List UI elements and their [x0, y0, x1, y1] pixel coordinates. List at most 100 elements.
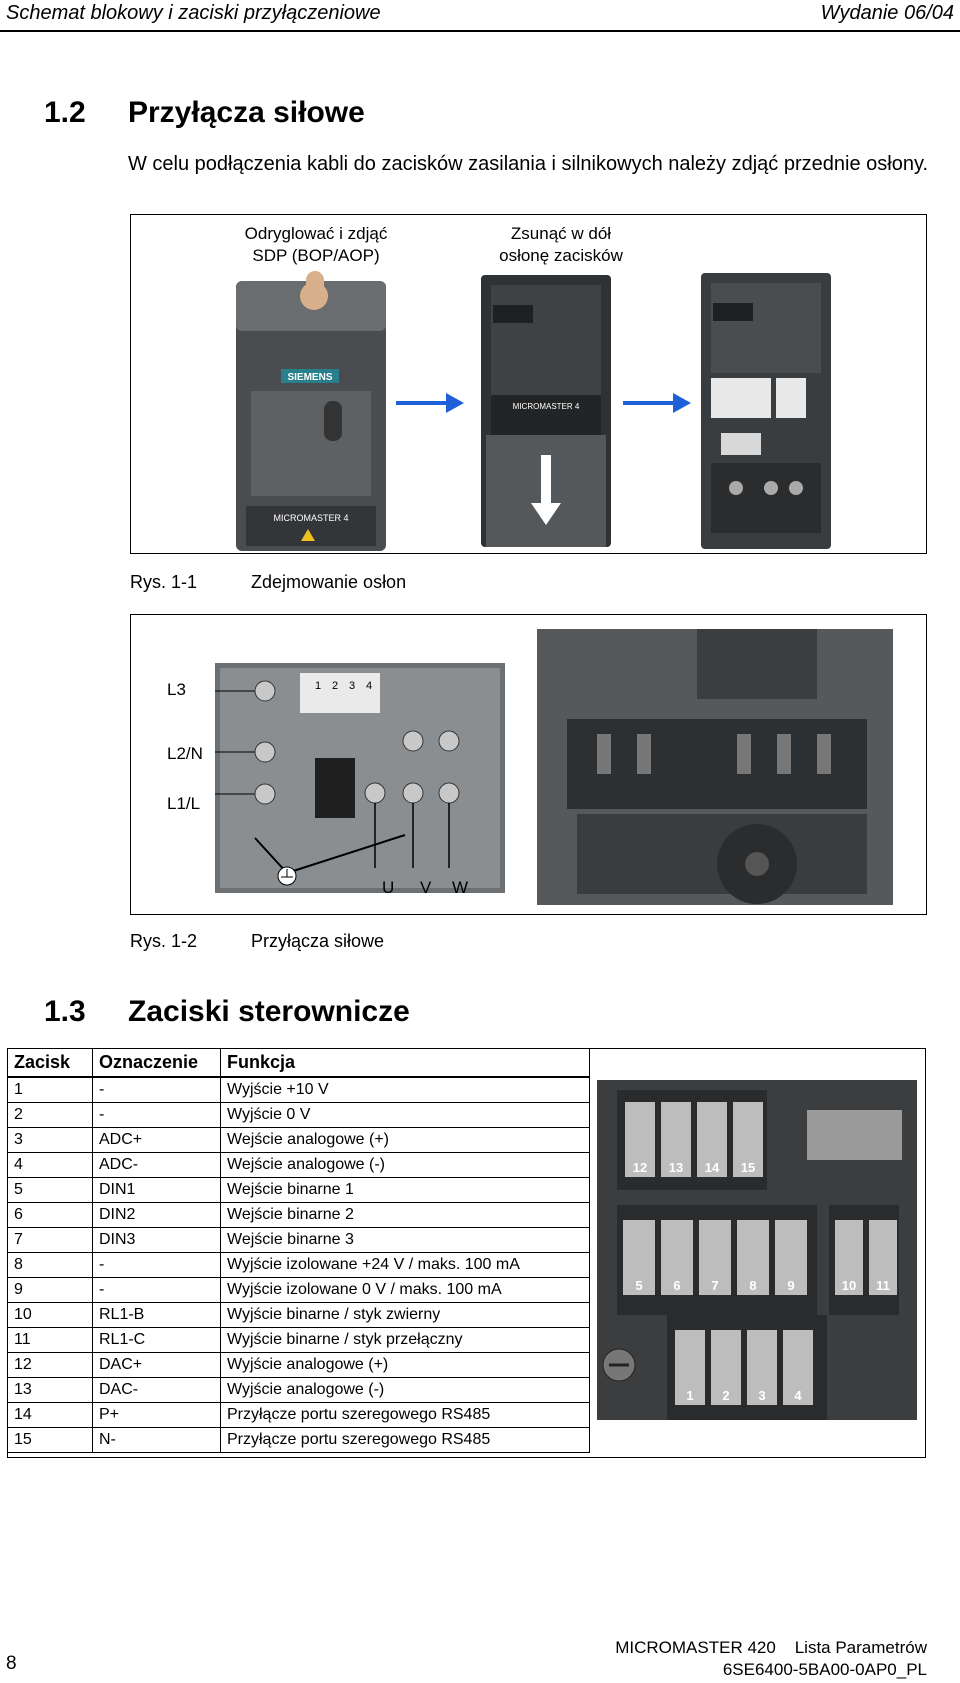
terminal-slot [675, 1330, 705, 1405]
cell-terminal: 14 [7, 1402, 93, 1428]
cell-designation: - [92, 1277, 221, 1303]
label-w: W [452, 878, 469, 897]
arrow-down-icon [531, 503, 561, 525]
table-row: 9-Wyjście izolowane 0 V / maks. 100 mA [7, 1277, 590, 1303]
label-u: U [382, 878, 395, 897]
cell-terminal: 10 [7, 1302, 93, 1328]
col-header-terminal: Zacisk [7, 1048, 93, 1078]
cell-designation: RL1-B [92, 1302, 221, 1328]
terminal-slot [699, 1220, 731, 1295]
cell-designation: DIN1 [92, 1177, 221, 1203]
terminal-number-label: 9 [787, 1278, 794, 1293]
cell-designation: DIN3 [92, 1227, 221, 1253]
table-row: 8-Wyjście izolowane +24 V / maks. 100 mA [7, 1252, 590, 1278]
cell-terminal: 4 [7, 1152, 93, 1178]
arrow-right-icon-2 [623, 393, 691, 413]
terminal-slot [661, 1220, 693, 1295]
terminal-number-label: 6 [673, 1278, 680, 1293]
cell-function: Wyjście 0 V [220, 1102, 590, 1128]
section-number-2: 1.3 [44, 995, 86, 1028]
cell-designation: - [92, 1102, 221, 1128]
terminal-number-label: 10 [842, 1278, 856, 1293]
cell-function: Przyłącze portu szeregowego RS485 [220, 1402, 590, 1428]
terminal-slot [835, 1220, 863, 1295]
cell-function: Wyjście analogowe (+) [220, 1352, 590, 1378]
figure-1-1-number: Rys. 1-1 [130, 572, 198, 592]
terminal-slot [697, 1102, 727, 1177]
cell-terminal: 11 [7, 1327, 93, 1353]
terminal-slot [733, 1102, 763, 1177]
terminal-number-label: 4 [794, 1388, 802, 1403]
cell-designation: N- [92, 1427, 221, 1453]
cell-terminal: 2 [7, 1102, 93, 1128]
header-rule [0, 30, 960, 32]
label-l3: L3 [167, 680, 186, 699]
cell-terminal: 8 [7, 1252, 93, 1278]
terminal-slot [623, 1220, 655, 1295]
terminal-slot [747, 1330, 777, 1405]
terminal-slot [661, 1102, 691, 1177]
cell-designation: RL1-C [92, 1327, 221, 1353]
cell-designation: ADC+ [92, 1127, 221, 1153]
figure-remove-covers: Odryglować i zdjąć SDP (BOP/AOP) Zsunąć … [130, 214, 927, 554]
cell-function: Wejście binarne 2 [220, 1202, 590, 1228]
cell-function: Wyjście analogowe (-) [220, 1377, 590, 1403]
table-row: 1-Wyjście +10 V [7, 1076, 590, 1103]
figure-1-2-caption: Przyłącza siłowe [251, 931, 385, 951]
cell-terminal: 15 [7, 1427, 93, 1453]
terminal-slot [737, 1220, 769, 1295]
inverter-with-panel-image: SIEMENS MICROMASTER 4 [236, 271, 386, 551]
figure-power-terminals: L3 L2/N L1/L 1 2 3 4 U V W [130, 614, 927, 915]
cell-designation: DAC- [92, 1377, 221, 1403]
col-header-designation: Oznaczenie [92, 1048, 221, 1078]
terminal-number-label: 14 [705, 1160, 720, 1175]
col-header-function: Funkcja [220, 1048, 590, 1078]
cell-terminal: 9 [7, 1277, 93, 1303]
section-number: 1.2 [44, 96, 86, 129]
inverter-terminals-exposed-image [701, 273, 831, 549]
inverter-cover-sliding-image: MICROMASTER 4 [481, 275, 611, 547]
label-v: V [420, 878, 432, 897]
step1-label: Odryglować i zdjąć SDP (BOP/AOP) [244, 224, 388, 265]
footer-block: MICROMASTER 420 Lista Parametrów 6SE6400… [615, 1637, 927, 1681]
inverter-base-photo [537, 629, 893, 905]
terminal-slot [775, 1220, 807, 1295]
figure-1-2-number: Rys. 1-2 [130, 931, 198, 951]
cell-designation: - [92, 1076, 221, 1103]
terminal-slot [783, 1330, 813, 1405]
terminal-slot [625, 1102, 655, 1177]
brand-logo: SIEMENS [287, 372, 332, 383]
cell-function: Wyjście izolowane 0 V / maks. 100 mA [220, 1277, 590, 1303]
terminal-number-label: 2 [722, 1388, 729, 1403]
cell-terminal: 5 [7, 1177, 93, 1203]
cell-function: Wyjście +10 V [220, 1076, 590, 1103]
cell-terminal: 12 [7, 1352, 93, 1378]
label-l2n: L2/N [167, 744, 203, 763]
terminal-number-label: 8 [749, 1278, 756, 1293]
figure-1-1-caption: Zdejmowanie osłon [251, 572, 407, 592]
product-label-2: MICROMASTER 4 [513, 402, 580, 411]
cell-terminal: 3 [7, 1127, 93, 1153]
running-header-left: Schemat blokowy i zaciski przyłączeniowe [6, 2, 381, 24]
control-terminals-table: Zacisk Oznaczenie Funkcja 1-Wyjście +10 … [7, 1048, 590, 1453]
arrow-right-icon [396, 393, 464, 413]
footer-doc-code: 6SE6400-5BA00-0AP0_PL [722, 1660, 927, 1679]
terminal-num-4: 4 [366, 680, 372, 692]
product-label-1: MICROMASTER 4 [273, 513, 348, 523]
terminal-number-label: 1 [686, 1388, 693, 1403]
cell-designation: DAC+ [92, 1352, 221, 1378]
label-l1l: L1/L [167, 794, 201, 813]
terminal-number-label: 11 [876, 1278, 890, 1293]
cell-function: Wejście binarne 1 [220, 1177, 590, 1203]
terminal-slot [711, 1330, 741, 1405]
step2-label: Zsunąć w dół osłonę zacisków [499, 224, 623, 265]
terminal-num-2: 2 [332, 680, 338, 692]
